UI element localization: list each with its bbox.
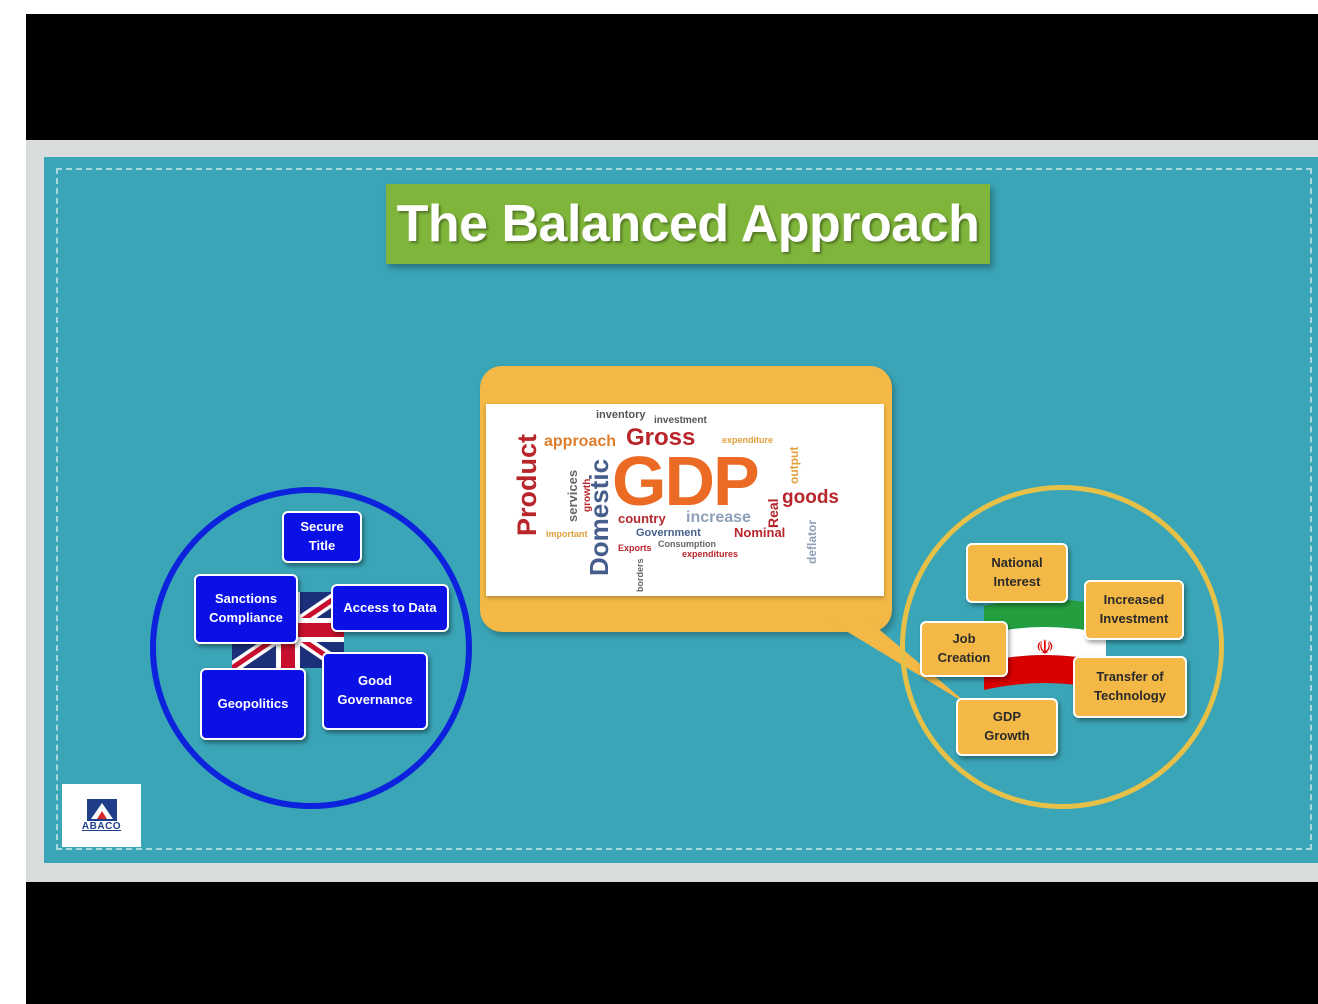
wc-borders: borders xyxy=(635,558,645,592)
job-creation-box: Job Creation xyxy=(920,621,1008,677)
svg-text:☫: ☫ xyxy=(1036,635,1054,659)
wc-growth: growth xyxy=(582,478,593,512)
abaco-logo: ABACO xyxy=(62,784,141,847)
abaco-logo-icon xyxy=(86,799,117,821)
wc-important: important xyxy=(546,529,588,539)
wc-investment: investment xyxy=(654,415,707,426)
wc-domestic: Domestic xyxy=(584,458,614,576)
title-banner: The Balanced Approach xyxy=(386,184,990,264)
gdp-growth-box: GDP Growth xyxy=(956,698,1058,756)
increased-investment-box: Increased Investment xyxy=(1084,580,1184,640)
wc-gdp: GDP xyxy=(612,442,760,520)
access-to-data-box: Access to Data xyxy=(331,584,449,632)
national-interest-box: National Interest xyxy=(966,543,1068,603)
wc-nominal: Nominal xyxy=(734,525,786,540)
wc-approach: approach xyxy=(544,433,617,450)
wc-increase: increase xyxy=(686,509,751,526)
wc-services: services xyxy=(565,469,580,522)
wc-product: Product xyxy=(512,433,542,536)
gdp-word-cloud: Product approach inventory investment Gr… xyxy=(486,404,884,596)
slide-border xyxy=(56,168,1312,850)
slide-title: The Balanced Approach xyxy=(396,195,980,253)
uk-cluster-circle xyxy=(150,487,472,809)
wc-country: country xyxy=(618,511,666,526)
wc-inventory: inventory xyxy=(596,409,646,421)
wc-deflator: deflator xyxy=(805,519,819,564)
secure-title-box: Secure Title xyxy=(282,511,362,563)
wc-expenditures: expenditures xyxy=(682,549,739,559)
logo-text: ABACO xyxy=(81,821,122,832)
good-governance-box: Good Governance xyxy=(322,652,428,730)
sanctions-compliance-box: Sanctions Compliance xyxy=(194,574,298,644)
iran-cluster-circle xyxy=(900,485,1224,809)
geopolitics-box: Geopolitics xyxy=(200,668,306,740)
wc-government: Government xyxy=(636,527,701,539)
wc-expenditure: expenditure xyxy=(722,435,774,445)
wc-gross: Gross xyxy=(626,424,696,451)
wc-real: Real xyxy=(765,498,781,528)
transfer-of-technology-box: Transfer of Technology xyxy=(1073,656,1187,718)
wc-goods: goods xyxy=(782,487,839,508)
wc-consumption: Consumption xyxy=(658,539,716,549)
wc-exports: Exports xyxy=(618,543,652,553)
wc-output: output xyxy=(787,446,801,484)
